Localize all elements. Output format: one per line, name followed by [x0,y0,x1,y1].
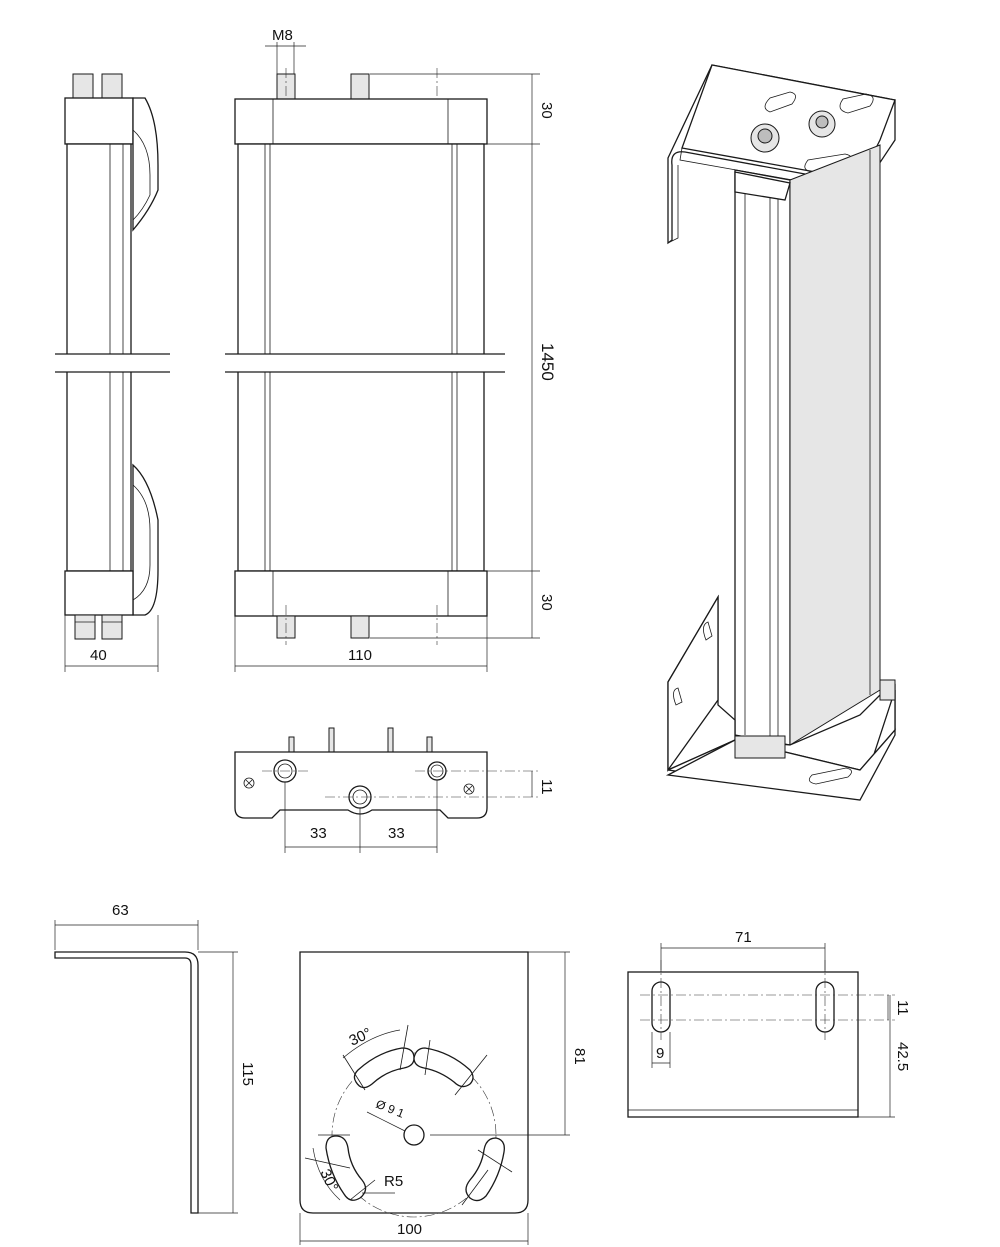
dim-slot-height: 42.5 [894,1042,911,1071]
dim-bracket-height: 115 [239,1062,256,1086]
dim-side-width: 40 [90,647,107,664]
bracket-side-view: 63 115 [54,902,256,1214]
dim-hole-offset: 11 [538,779,555,795]
bottom-view: 11 33 33 [234,727,555,853]
bracket-plate-view: 81 Ø 9 1 30° 30° R5 100 [299,951,588,1245]
dim-bracket-flange: 63 [112,902,129,919]
dim-spacing-left: 33 [310,825,327,842]
dim-spacing-right: 33 [388,825,405,842]
slotted-plate-view: 71 9 11 42.5 [627,929,911,1118]
dim-slot-width: 9 [656,1045,664,1062]
side-view: 40 [55,73,170,672]
dim-bottom-cap: 30 [538,594,555,611]
dim-plate-depth: 81 [571,1048,588,1065]
dim-top-cap: 30 [538,102,555,119]
dim-radius: R5 [384,1173,403,1190]
front-view: M8 110 [225,27,557,672]
isometric-view [665,64,896,801]
dim-length: 1450 [538,343,557,381]
dim-plate-width: 100 [397,1221,422,1238]
dim-slot-spacing: 71 [735,929,752,946]
dim-slot-offset: 11 [894,1000,911,1016]
dim-front-width: 110 [348,647,372,664]
dim-thread: M8 [272,27,293,44]
